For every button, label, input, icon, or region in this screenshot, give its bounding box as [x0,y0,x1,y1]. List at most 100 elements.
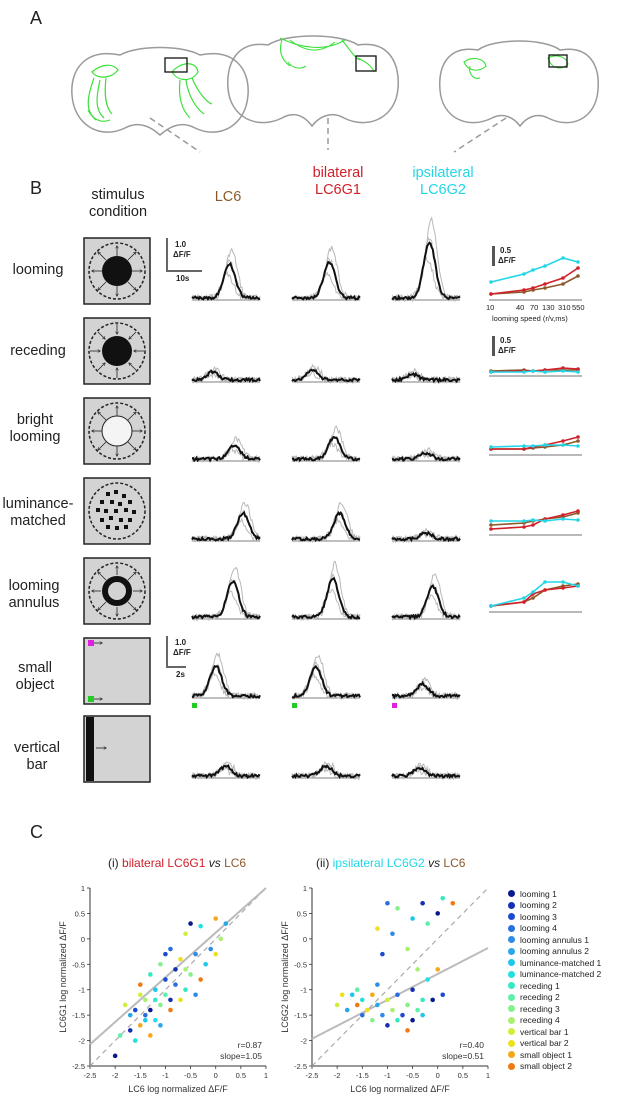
left-fit-line [89,887,267,1046]
trace-mean [191,369,261,384]
legend-item: receding 1 [508,980,614,992]
trace-individual [291,760,361,780]
row-label-receding: receding [10,343,66,359]
trace-mean [391,371,461,384]
right-scatter-point [435,967,441,972]
tuning-scale-unit: ΔF/F [498,256,516,265]
legend-item: looming 3 [508,911,614,923]
left-scatter-point [143,997,148,1003]
column-header-lc6: LC6 [198,172,258,206]
left-scatter-point [163,951,168,957]
right-xtick: -2 [334,1071,341,1080]
col-lc6g1-line2: LC6G1 [315,182,361,198]
left-ytick: 0 [81,935,85,944]
right-scatter-point [370,1017,375,1023]
legend-item: receding 4 [508,1015,614,1027]
left-scatter-point [158,961,163,967]
column-header-lc6g1: bilateral LC6G1 [298,165,378,199]
right-ytick: -1.5 [294,1011,307,1020]
right-ytick: 0.5 [297,909,307,918]
legend-dot-icon [508,890,515,898]
brain-outline-lc6g2 [439,40,599,128]
left-scatter-point [137,982,143,987]
right-scatter-point [380,1012,385,1018]
right-scatter-point [420,900,425,906]
left-scatter-point [122,1002,128,1008]
right-scatter-point [410,916,415,921]
scalebar-unit: ΔF/F [173,250,191,259]
scalebar2-time: 2s [176,670,185,679]
trace-mean [391,680,461,700]
right-xtick: -2.5 [306,1071,319,1080]
right-scatter-point [385,1023,390,1028]
left-scatter-point [183,987,188,993]
tuning-scale-amp-2: 0.5 [500,336,512,345]
left-scatter-point [168,997,173,1003]
left-scatter-point [137,1023,143,1028]
right-scatter-point [385,900,390,906]
legend-dot-icon [508,901,515,909]
right-xtick: 1 [486,1071,490,1080]
trace-individual [391,530,461,544]
right-scatter-point [435,911,441,916]
left-xtick: -0.5 [184,1071,197,1080]
left-scatter-point [148,972,153,977]
row-label-looming-annulus: looming annulus [8,578,60,611]
right-title-prefix: (ii) [316,856,330,870]
panel-a-letter: A [30,8,43,28]
trace-individual [191,652,261,701]
right-xtick: 0.5 [458,1071,468,1080]
left-scatter-point [213,916,219,921]
tuning-xtick-5: 550 [572,303,585,312]
legend-label: looming 4 [520,923,557,934]
left-r-value: r=0.87 [238,1040,263,1050]
tuning-curve-lc [490,275,579,295]
trace-mean [191,664,261,699]
right-scatter-point [425,977,430,982]
legend-dot-icon [508,1016,515,1024]
scalebar2-unit: ΔF/F [173,648,191,657]
right-ytick: 1 [303,884,307,893]
legend-dot-icon [508,913,515,921]
left-ytick: -1.5 [72,1011,85,1020]
tuning-curve-g1 [490,510,579,530]
left-scatter-point [112,1053,118,1059]
left-xtick: -1.5 [134,1071,147,1080]
row-label-luminance-matched: luminance-matched [2,496,74,529]
legend-dot-icon [508,936,515,944]
brain-outline-lc6 [71,46,249,136]
left-scatter-point [168,1007,173,1013]
left-scatter-point [188,972,193,977]
right-xtick: 0 [436,1071,440,1080]
left-scatter-point [158,1002,163,1008]
tuning-curve-g1 [490,267,579,295]
legend-label: looming annulus 2 [520,946,589,957]
legend-item: looming 1 [508,888,614,900]
right-scatter-point [365,1007,370,1013]
legend-item: luminance-matched 1 [508,957,614,969]
legend-item: looming annulus 2 [508,946,614,958]
trace-mean [191,261,261,302]
stim-looming [83,237,151,305]
left-scatter-point [173,967,178,972]
left-scatter-point [218,936,224,942]
legend-item: looming annulus 1 [508,934,614,946]
left-scatter-point [193,951,198,957]
right-ytick: -1 [300,986,307,995]
left-scatter-point [132,1007,138,1013]
col-lc6g2-line2: LC6G2 [420,182,466,198]
response-traces [191,216,582,781]
right-r-value: r=0.40 [460,1040,485,1050]
legend-label: receding 4 [520,1015,560,1026]
scalebar-top: 1.0 ΔF/F 10s [166,238,206,283]
trace-mean [391,584,461,621]
left-scatter-point [213,951,219,957]
trace-mean [291,576,361,620]
legend-label: small object 2 [520,1061,572,1072]
right-scatter-point [405,1002,410,1008]
scalebar-amp: 1.0 [175,240,187,249]
right-scatter-point [415,1007,420,1013]
tuning-xtick-2: 70 [530,303,539,312]
tuning-xtick-3: 130 [542,303,555,312]
